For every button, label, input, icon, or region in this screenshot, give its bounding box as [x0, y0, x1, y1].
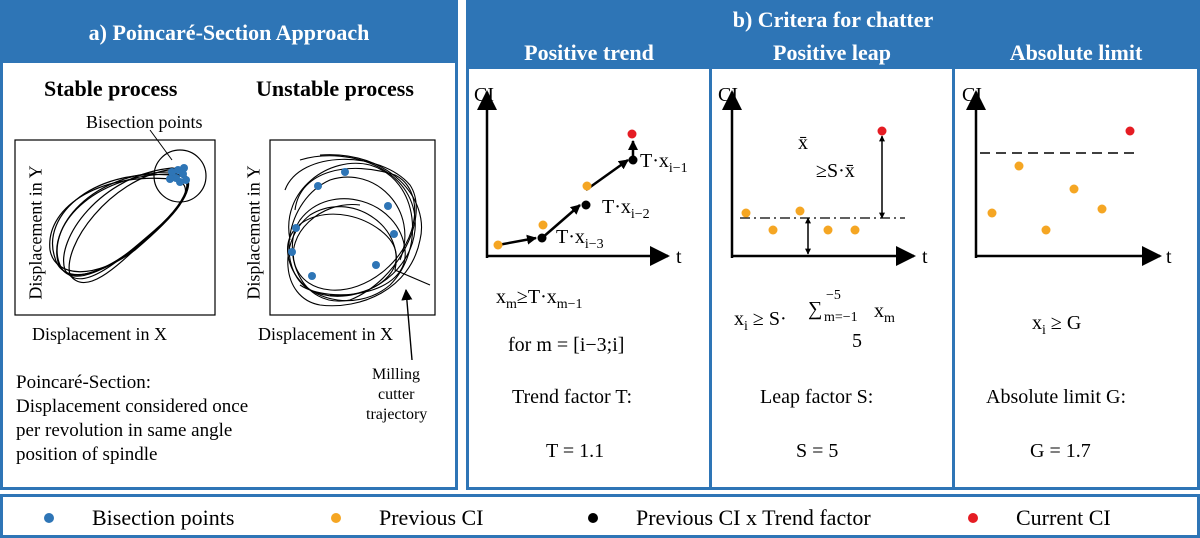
- milling-label-2: cutter: [378, 386, 415, 403]
- unstable-plot-frame: [269, 139, 436, 316]
- previous-ci-point: [795, 206, 805, 216]
- column-divider: [709, 37, 712, 489]
- leap-formula: xi ≥ S·: [734, 308, 787, 334]
- limit-marks: [987, 126, 1135, 235]
- poincare-desc-1: Poincaré-Section:: [16, 372, 152, 393]
- trend-marks: [493, 129, 638, 250]
- current-ci-point: [627, 129, 637, 139]
- leap-header: Positive leap: [711, 37, 953, 69]
- leap-xbar: x̄: [798, 132, 808, 154]
- limit-header: Absolute limit: [955, 37, 1197, 69]
- poincare-desc-4: position of spindle: [16, 444, 158, 465]
- leap-sum: ∑: [808, 298, 823, 320]
- trend-factor-label: Trend factor T:: [512, 386, 633, 408]
- leap-sum-lower: m=−1: [824, 310, 858, 325]
- legend-bisection: Bisection points: [44, 505, 234, 531]
- bisection-pointer: [149, 129, 173, 161]
- current-ci-point: [1125, 126, 1135, 136]
- leap-denominator: 5: [852, 330, 862, 352]
- previous-ci-point: [493, 240, 503, 250]
- x-axis-label-stable: Displacement in X: [32, 324, 167, 344]
- previous-ci-point: [538, 220, 548, 230]
- leap-marks: [741, 126, 887, 235]
- previous-ci-point: [1097, 204, 1107, 214]
- trend-header: Positive trend: [469, 37, 709, 69]
- trend-factor-point: [581, 200, 591, 210]
- trend-label-2: T·xi−2: [602, 196, 650, 222]
- panel-a-title: a) Poincaré-Section Approach: [3, 3, 455, 63]
- unstable-process-label: Unstable process: [256, 76, 414, 101]
- legend-trend-dot: [588, 512, 598, 523]
- previous-ci-point: [741, 208, 751, 218]
- trend-segment: [497, 234, 537, 247]
- leap-sum-term: xm: [874, 300, 895, 326]
- panel-b-title: b) Critera for chatter: [469, 3, 1197, 37]
- previous-ci-point: [987, 208, 997, 218]
- poincare-desc-2: Displacement considered once: [16, 396, 249, 417]
- leap-sum-upper: −5: [826, 288, 841, 303]
- column-divider: [952, 37, 955, 489]
- unstable-trajectory: [284, 154, 431, 307]
- trend-factor-point: [537, 233, 547, 243]
- trend-for-text: for m = [i−3;i]: [508, 334, 625, 356]
- panel-criteria: [466, 0, 1200, 490]
- bisection-points-label: Bisection points: [86, 112, 203, 132]
- trend-segment: [585, 158, 629, 192]
- trend-label-1: T·xi−1: [640, 150, 688, 176]
- previous-ci-point: [823, 225, 833, 235]
- legend-trend: Previous CI x Trend factor: [588, 505, 871, 531]
- stable-trajectory: [49, 167, 190, 283]
- previous-ci-point: [1014, 161, 1024, 171]
- stable-plot-frame: [14, 139, 216, 316]
- panel-poincare: [0, 0, 458, 490]
- legend-current-dot: [968, 512, 978, 523]
- limit-factor-label: Absolute limit G:: [986, 386, 1126, 408]
- milling-arrow: [401, 288, 413, 361]
- leap-factor-label: Leap factor S:: [760, 386, 874, 408]
- trend-segment: [541, 204, 581, 239]
- leap-axis-x: t: [922, 246, 928, 268]
- trend-factor-point: [628, 155, 638, 165]
- milling-label-3: trajectory: [366, 406, 428, 423]
- previous-ci-point: [1041, 225, 1051, 235]
- legend-current: Current CI: [968, 505, 1111, 531]
- previous-ci-point: [850, 225, 860, 235]
- legend-previous: Previous CI: [331, 505, 484, 531]
- trend-factor-value: T = 1.1: [546, 440, 605, 462]
- bisection-circle: [153, 149, 207, 203]
- current-ci-point: [877, 126, 887, 136]
- stable-process-label: Stable process: [44, 76, 178, 101]
- limit-axis-x: t: [1166, 246, 1172, 268]
- limit-factor-value: G = 1.7: [1030, 440, 1091, 462]
- milling-label-1: Milling: [372, 366, 421, 383]
- stable-bisection-dots: [166, 164, 190, 186]
- trend-axis-x: t: [676, 246, 682, 268]
- previous-ci-point: [768, 225, 778, 235]
- previous-ci-point: [582, 181, 592, 191]
- legend-bisection-dot: [44, 512, 54, 523]
- legend-previous-dot: [331, 512, 341, 523]
- leap-factor-value: S = 5: [796, 440, 839, 462]
- limit-formula: xi ≥ G: [1032, 312, 1082, 338]
- leap-inequality: ≥S·x̄: [816, 160, 855, 182]
- x-axis-label-unstable: Displacement in X: [258, 324, 393, 344]
- trend-formula: xm≥T·xm−1: [496, 286, 583, 312]
- previous-ci-point: [1069, 184, 1079, 194]
- trend-label-3: T·xi−3: [556, 226, 604, 252]
- unstable-bisection-dots: [288, 168, 398, 280]
- poincare-desc-3: per revolution in same angle: [16, 420, 233, 441]
- legend-frame: [0, 494, 1200, 538]
